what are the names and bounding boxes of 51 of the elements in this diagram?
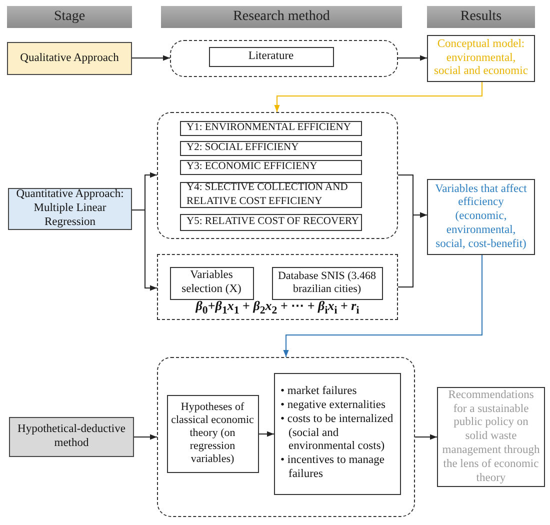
arrow [398,212,428,288]
equation-text: β$_{0}$+β$_{1}$x$_{1}$ + β$_{2}$x$_{2}$ + ⋯ + β$_{i}$x$_{i}$ + r$_{i}$ [194,298,360,318]
node-text: Research method [233,8,330,26]
arrow [132,55,170,61]
process-box [208,46,334,66]
node-text: Qualitative Approach [20,52,119,66]
dashed-group-box [157,357,415,517]
arrow [258,431,274,437]
process-box [274,372,400,494]
node-text: Recommendations for a sustainable public policy on solid waste management through the lens of economic theory [442,388,540,486]
node-text: Y2: SOCIAL EFFICIENY [186,141,299,155]
node-text: Variables that affect efficiency (economic, environmental, social, cost-benefit) [434,182,528,252]
result-box [427,179,535,255]
node-text: Y4: SLECTIVE COLLECTION AND RELATIVE COST EFFICIENY [186,181,349,208]
column-header [7,6,132,28]
node-text: Hypotheses of classical economic theory (on regression variables) [170,400,255,466]
arrow [283,254,482,358]
arrow [274,82,482,112]
node-text: Variables selection (X) [180,269,242,297]
node-text: Results [460,8,502,26]
arrow [398,55,428,61]
node-text: Hypothetical-deductive method [16,423,126,451]
result-box [427,35,535,82]
column-header [161,6,402,28]
variable-box [180,214,362,230]
stage-box [9,417,134,457]
variable-box [180,160,362,174]
process-box [272,266,382,300]
process-box [166,394,258,472]
node-text: Conceptual model: environmental, social and economic [433,38,529,80]
dashed-group-box [157,254,398,320]
node-text: Literature [248,50,294,64]
node-text: Database SNIS (3.468 brazilian cities) [276,270,378,296]
bullet-text: • incentives to manage failures [280,454,386,482]
node-text: Y3: ECONOMIC EFFICIENY [186,160,318,174]
variable-box [180,120,362,136]
arrow [134,434,158,440]
dashed-group-box [157,112,398,239]
node-text: Stage [54,8,86,26]
bullet-text: • market failures [280,385,358,399]
arrow [414,434,438,440]
process-box [170,266,254,300]
dashed-group-box [170,40,398,77]
bullet-text: • costs to be internalized (social and environmental costs) [280,412,394,454]
column-header [427,6,535,28]
node-text: Y5: RELATIVE COST OF RECOVERY [186,215,359,229]
variable-box [180,140,362,156]
node-text: Quantitative Approach: Multiple Linear Regression [15,188,125,230]
bullet-text: • negative externalities [280,399,386,413]
node-text: Y1: ENVIRONMENTAL EFFICIENY [186,121,351,135]
stage-box [7,42,132,75]
